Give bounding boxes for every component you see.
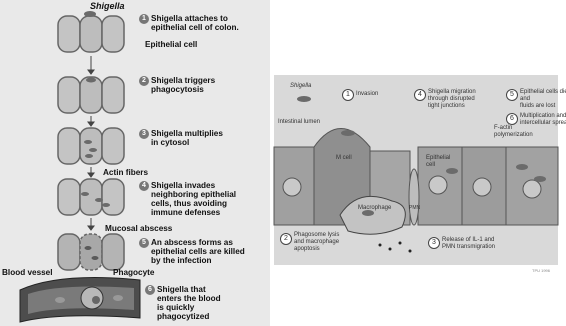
left-title: Shigella [90, 2, 125, 11]
stage-3-cells [58, 128, 124, 164]
right-step-3-text: Release of IL-1 and PMN transmigration [442, 237, 495, 251]
blood-vessel-label: Blood vessel [2, 268, 53, 277]
phagocyte-label: Phagocyte [113, 268, 154, 277]
step-3-text: Shigella multiplies in cytosol [151, 129, 223, 147]
right-step-1-text: Invasion [356, 91, 378, 98]
right-step-5-text: Epithelial cells die and fluids are lost [520, 89, 566, 110]
stage-5-cells [58, 234, 124, 270]
m-cell-label: M cell [336, 155, 352, 162]
step-3-badge: 3 [139, 129, 149, 139]
step-5-text: An abscess forms as epithelial cells are… [151, 238, 245, 265]
right-step-6-badge: 6 [506, 113, 518, 125]
right-step-3-badge: 3 [428, 237, 440, 249]
step-1-text: Shigella attaches to epithelial cell of … [151, 14, 239, 32]
right-step-6-text: Multiplication and intercellular spread [520, 113, 566, 127]
left-background [0, 0, 270, 326]
factin-label: F-actin polymerization [494, 125, 533, 139]
right-step-4-badge: 4 [414, 89, 426, 101]
step-2-text: Shigella triggers phagocytosis [151, 76, 215, 94]
step-4-text: Shigella invades neighboring epithelial … [151, 181, 236, 217]
right-epithelial-cell-label: Epithelial cell [426, 155, 450, 169]
intestinal-lumen-label: Intestinal lumen [278, 119, 320, 126]
left-panel: Shigella 1 Shigella attaches to epitheli… [0, 0, 270, 326]
shigella-bacterium [84, 11, 96, 17]
step-6-text: Shigella that enters the blood is quickl… [157, 285, 221, 321]
left-illustration [0, 0, 270, 326]
mucosal-abscess-label: Mucosal abscess [105, 224, 172, 233]
stage-1-cells [58, 11, 124, 52]
pmn-label: PMN [409, 205, 420, 212]
right-panel: Shigella Intestinal lumen M cell Epithel… [270, 55, 566, 275]
step-5-badge: 5 [139, 238, 149, 248]
pmn-cell [409, 169, 419, 225]
step-2-badge: 2 [139, 76, 149, 86]
right-step-5-badge: 5 [506, 89, 518, 101]
right-step-2-badge: 2 [280, 233, 292, 245]
blood-vessel [20, 278, 140, 322]
right-step-1-badge: 1 [342, 89, 354, 101]
right-step-4-text: Shigella migration through disrupted tig… [428, 89, 476, 110]
epithelial-cell-label: Epithelial cell [145, 40, 197, 49]
actin-fibers-label: Actin fibers [103, 168, 148, 177]
phagocyte-cell [81, 287, 103, 309]
step-6-badge: 6 [145, 285, 155, 295]
stage-2-cells [58, 77, 124, 113]
right-step-2-text: Phagosome lysis and macrophage apoptosis [294, 232, 339, 253]
macrophage-label: Macrophage [358, 205, 391, 212]
credit-label: TPU 1996 [532, 267, 550, 274]
step-1-badge: 1 [139, 14, 149, 24]
stage-4-cells [58, 179, 124, 215]
right-shigella-label: Shigella [290, 83, 311, 90]
step-4-badge: 4 [139, 181, 149, 191]
